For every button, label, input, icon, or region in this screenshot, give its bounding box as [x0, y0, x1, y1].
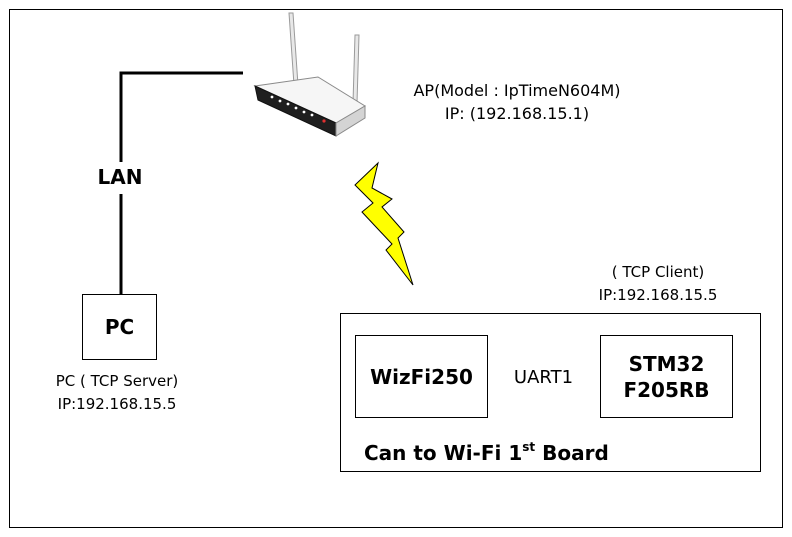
wizfi250-label: WizFi250 [370, 365, 473, 389]
router-icon [255, 13, 365, 136]
wireless-lightning-icon [355, 163, 413, 285]
board-title-suffix: Board [535, 441, 609, 465]
stm32-box: STM32 F205RB [600, 335, 733, 418]
board-title-prefix: Can to Wi-Fi 1 [364, 441, 522, 465]
pc-box-label: PC [105, 315, 134, 339]
pc-box: PC [82, 294, 157, 360]
stm32-label-line2: F205RB [623, 377, 709, 403]
pc-ip-label: IP:192.168.15.5 [27, 393, 207, 415]
board-title-sup: st [522, 440, 535, 454]
ap-ip-label: IP: (192.168.15.1) [395, 103, 639, 125]
client-role-label: ( TCP Client) [568, 261, 748, 283]
lan-cable-upper [121, 73, 243, 162]
uart-label: UART1 [500, 367, 587, 389]
ap-model-label: AP(Model : IpTimeN604M) [395, 80, 639, 102]
wizfi250-box: WizFi250 [355, 335, 488, 418]
board-title: Can to Wi-Fi 1st Board [364, 433, 609, 467]
stm32-label-line1: STM32 [629, 351, 705, 377]
pc-role-label: PC ( TCP Server) [27, 370, 207, 392]
lan-label: LAN [86, 164, 154, 190]
client-ip-label: IP:192.168.15.5 [568, 284, 748, 306]
